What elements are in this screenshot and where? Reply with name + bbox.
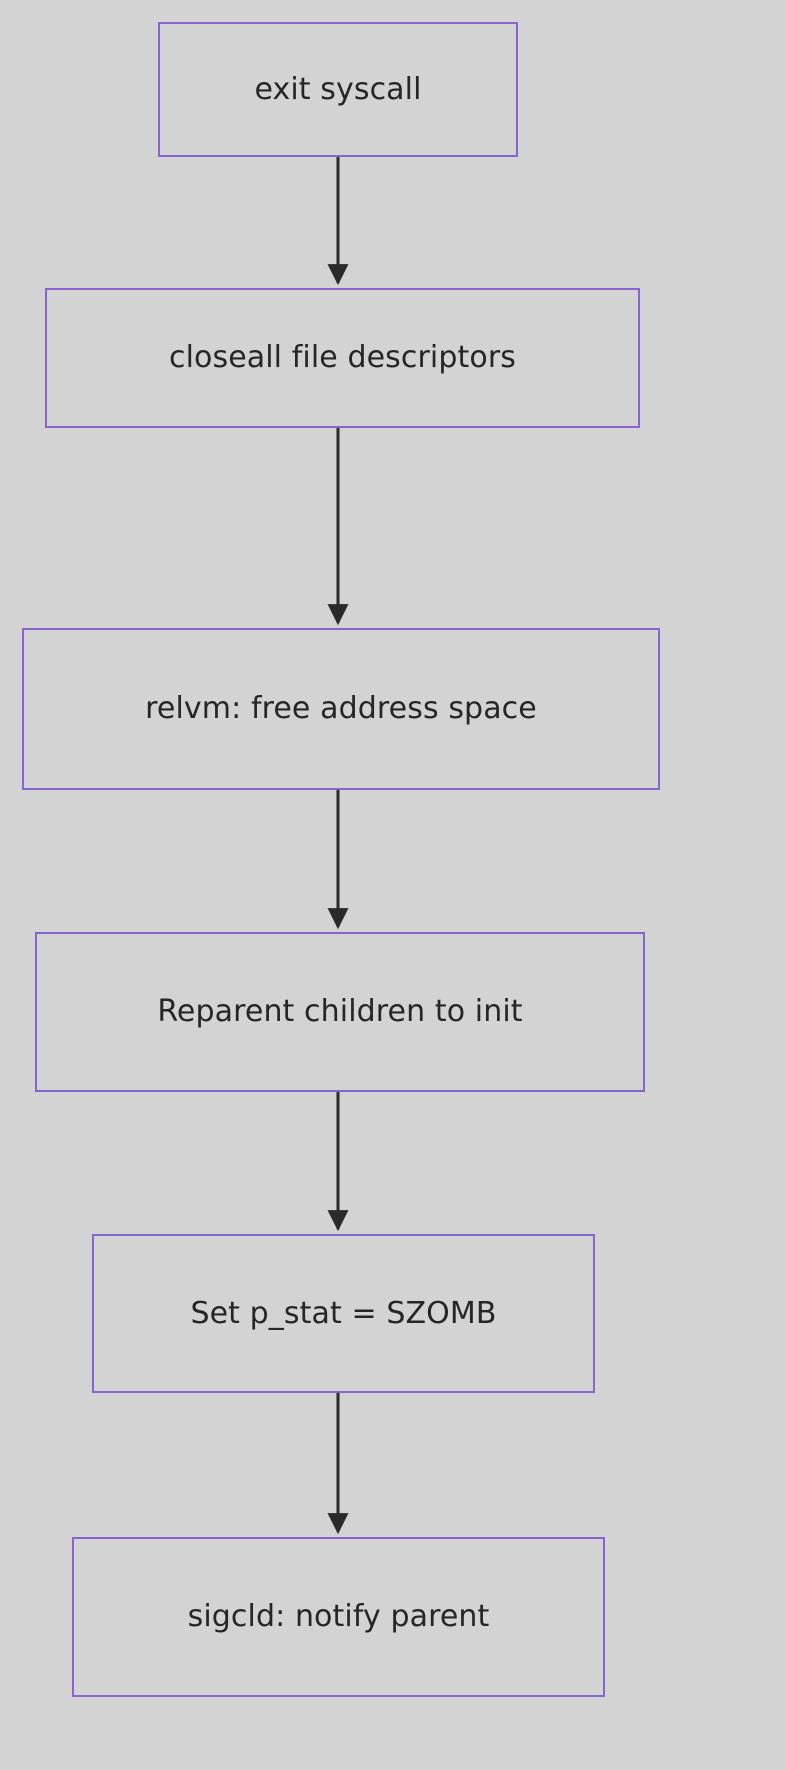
flow-node-label: closeall file descriptors (168, 340, 516, 375)
flow-node-label: sigcld: notify parent (187, 1599, 490, 1634)
flow-node-label: relvm: free address space (145, 691, 537, 726)
flow-node-sigcld-notify-parent[interactable]: sigcld: notify parent (72, 1537, 605, 1697)
flow-node-relvm-free-address-space[interactable]: relvm: free address space (22, 628, 660, 790)
flow-node-label: Reparent children to init (157, 994, 523, 1029)
flow-node-label: Set p_stat = SZOMB (190, 1295, 497, 1331)
flow-node-exit-syscall[interactable]: exit syscall (158, 22, 518, 157)
flow-node-label: exit syscall (254, 71, 422, 107)
flow-node-reparent-children-to-init[interactable]: Reparent children to init (35, 932, 645, 1092)
flow-node-set-p-stat-szomb[interactable]: Set p_stat = SZOMB (92, 1234, 595, 1393)
flow-node-closeall-file-descriptors[interactable]: closeall file descriptors (45, 288, 640, 428)
